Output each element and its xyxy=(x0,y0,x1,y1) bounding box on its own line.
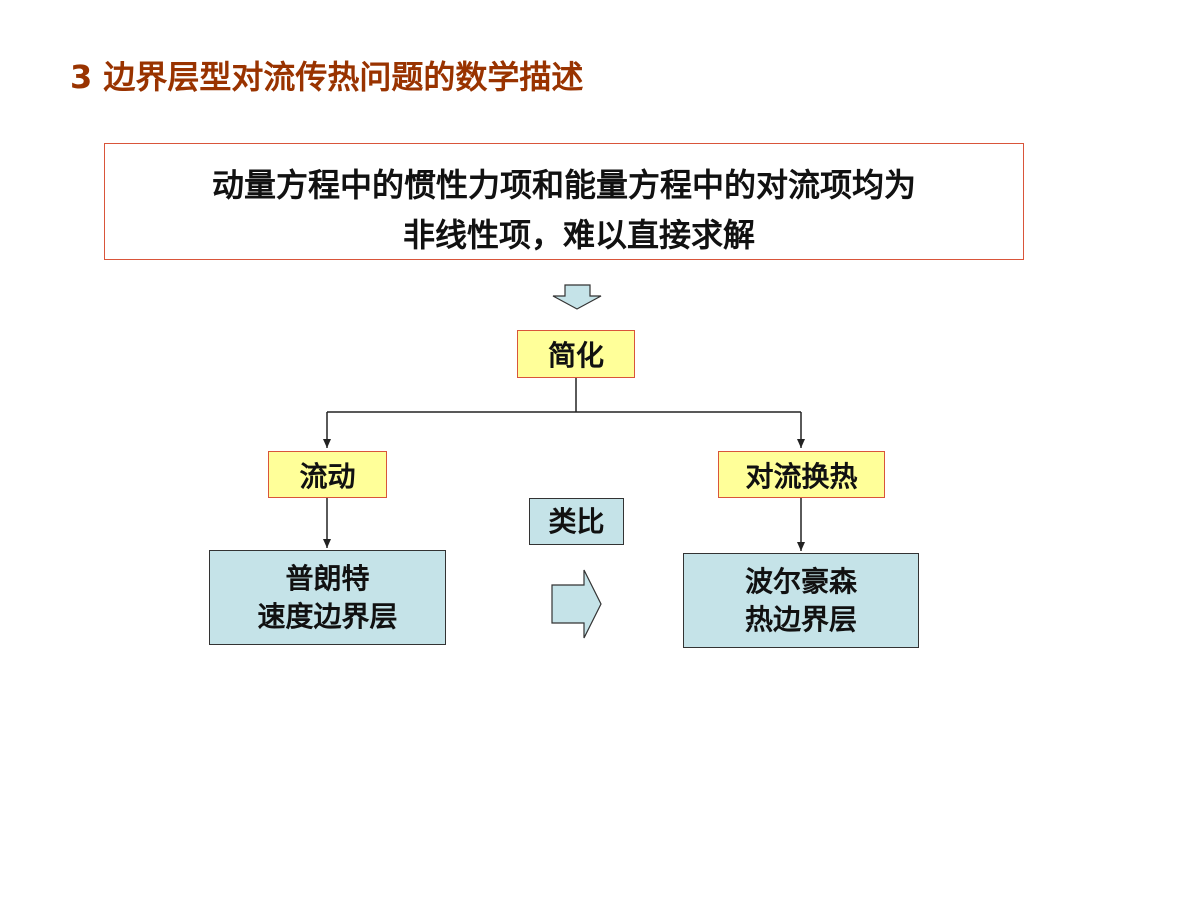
prandtl-line2: 速度边界层 xyxy=(257,599,398,633)
problem-statement-line1: 动量方程中的惯性力项和能量方程中的对流项均为 xyxy=(211,166,916,204)
flow-box: 流动 xyxy=(268,451,387,498)
pohlhausen-box: 波尔豪森 热边界层 xyxy=(683,553,919,648)
problem-statement-box: 动量方程中的惯性力项和能量方程中的对流项均为 非线性项，难以直接求解 xyxy=(104,143,1024,260)
prandtl-box: 普朗特 速度边界层 xyxy=(209,550,446,645)
pohlhausen-line2: 热边界层 xyxy=(744,602,857,636)
prandtl-line1: 普朗特 xyxy=(285,561,370,595)
slide-title: 3 边界层型对流传热问题的数学描述 xyxy=(70,58,584,96)
convection-box: 对流换热 xyxy=(718,451,885,498)
pohlhausen-line1: 波尔豪森 xyxy=(744,564,857,598)
down-arrow-icon xyxy=(552,284,602,310)
right-arrow-icon xyxy=(551,569,602,639)
problem-statement-line2: 非线性项，难以直接求解 xyxy=(402,216,755,254)
analogy-label: 类比 xyxy=(548,504,605,538)
simplify-box: 简化 xyxy=(517,330,635,378)
analogy-box: 类比 xyxy=(529,498,624,545)
